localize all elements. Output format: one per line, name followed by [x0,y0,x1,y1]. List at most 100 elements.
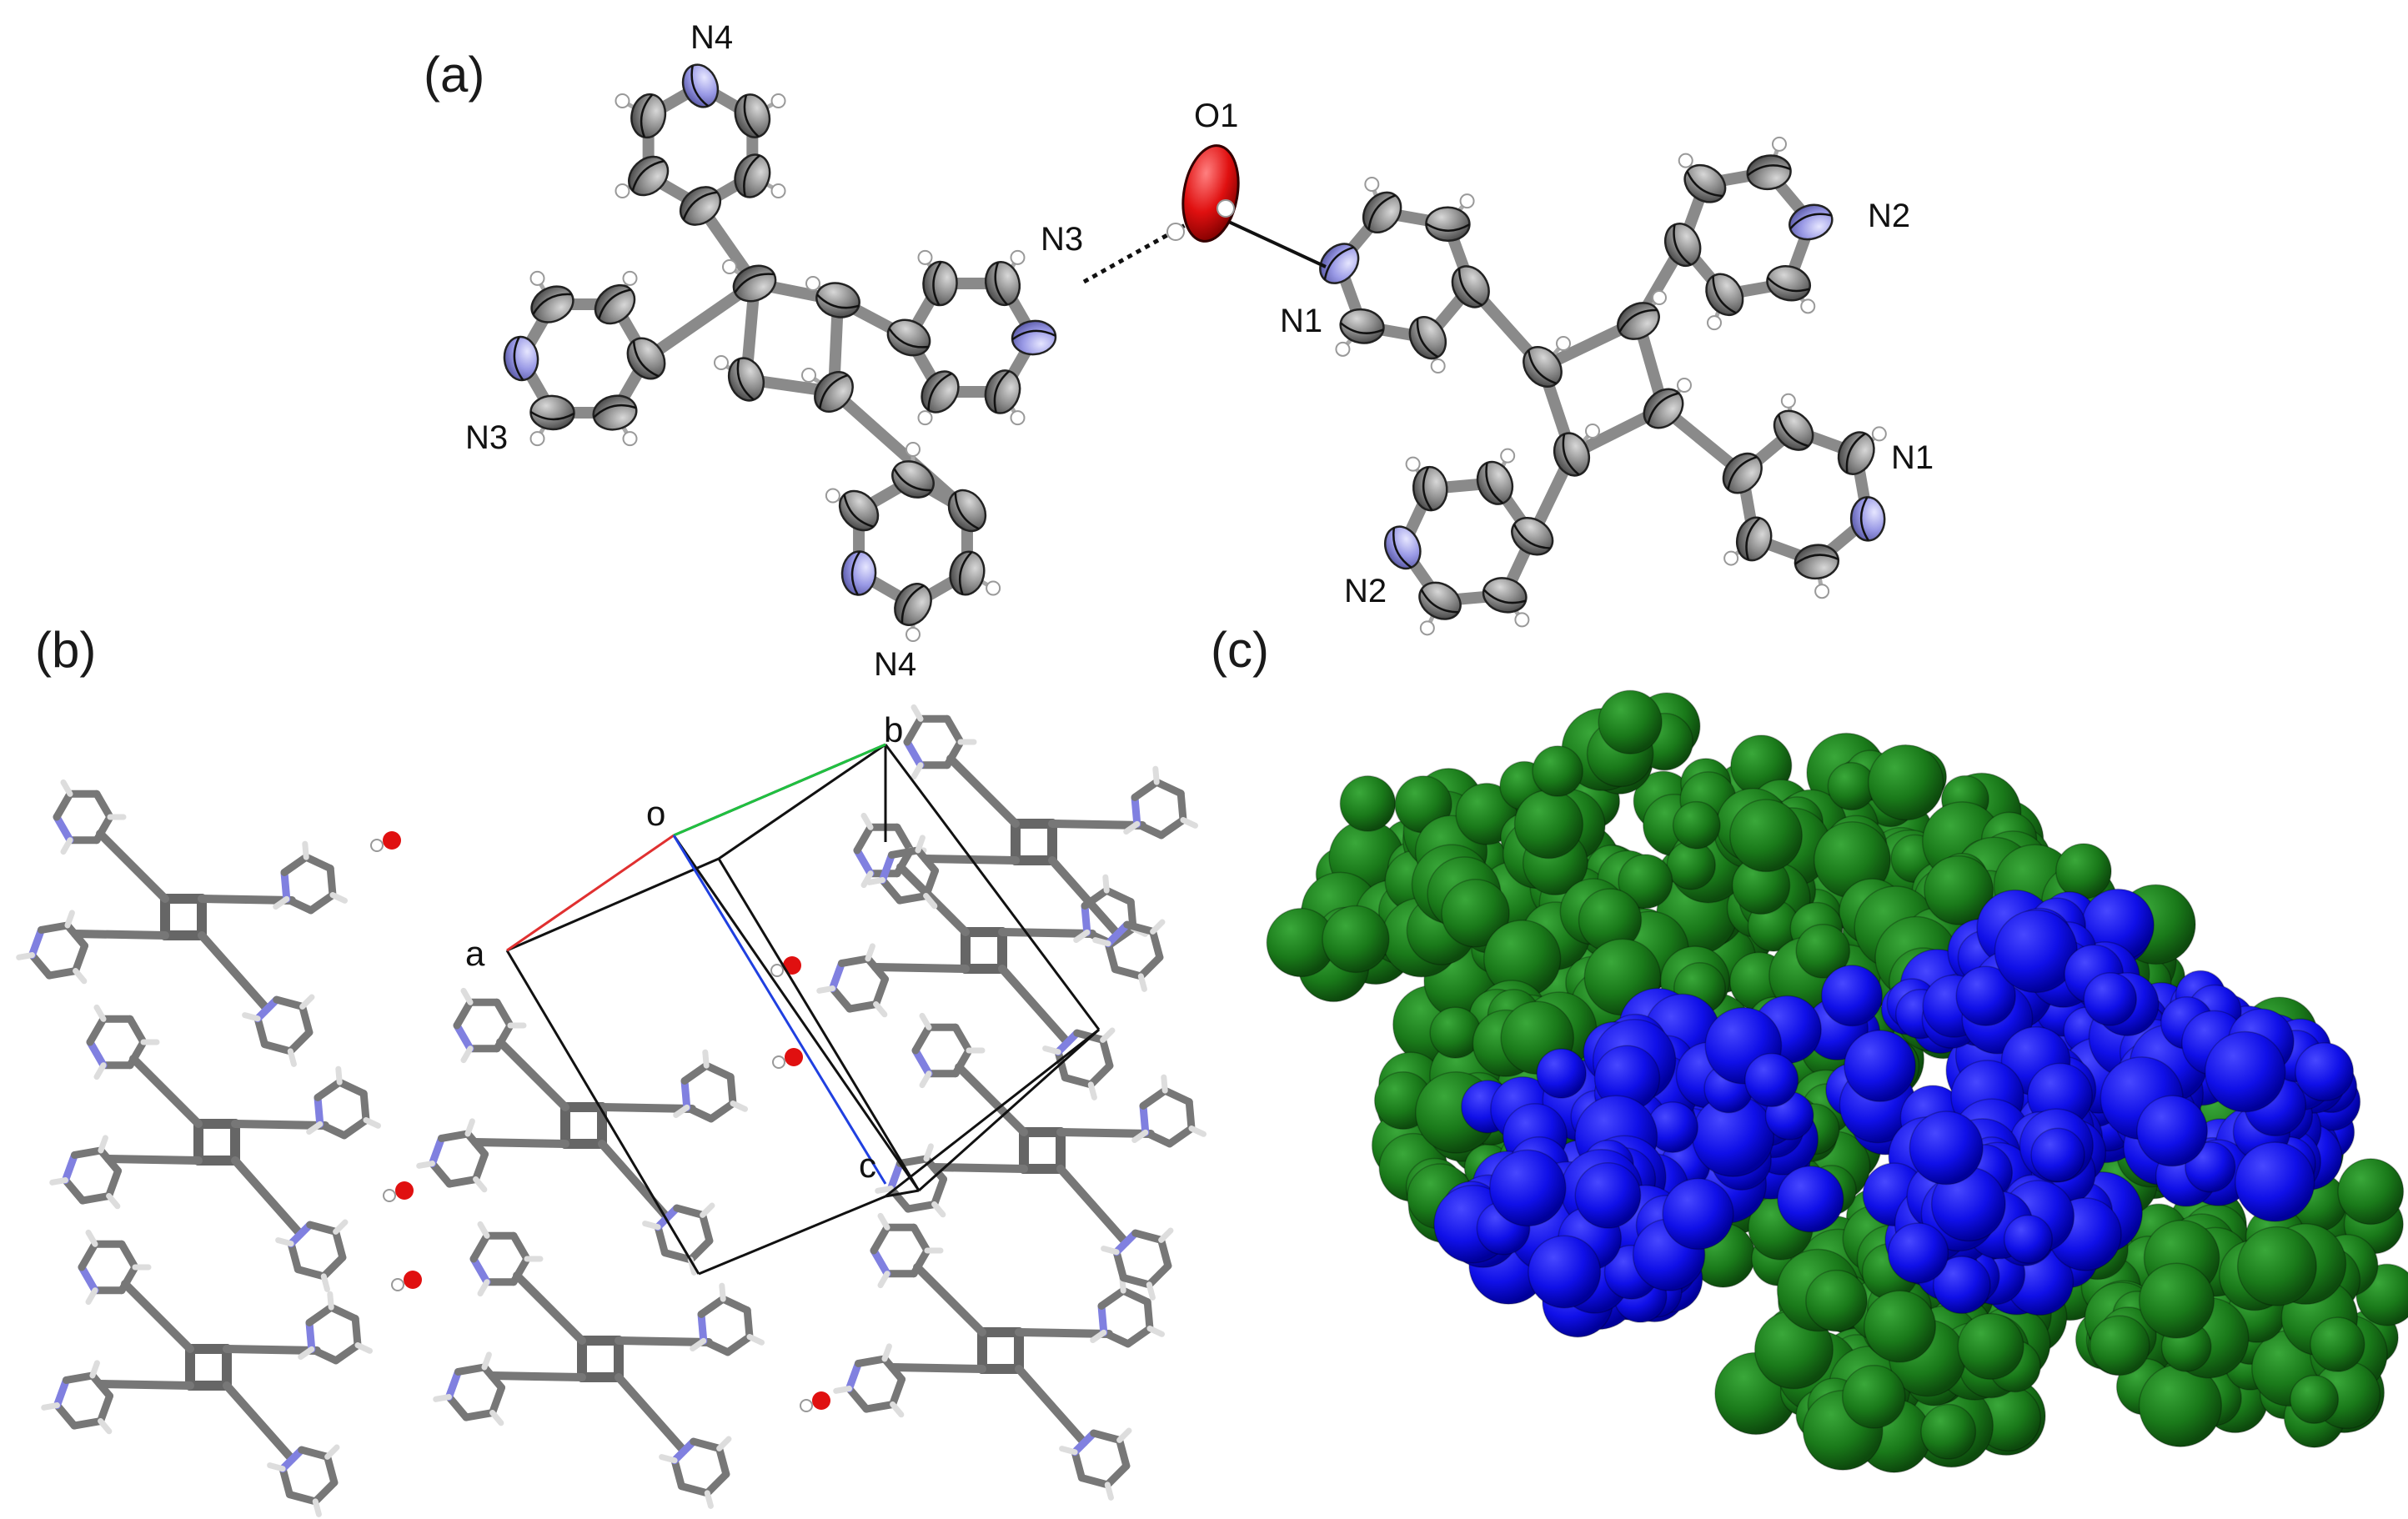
stick-h [85,1229,98,1247]
atom-label-n4-bottom: N4 [874,646,916,683]
hydrogen-atom [1652,290,1667,305]
stick-h [299,994,315,1010]
stick-bond [1149,927,1164,961]
stick-bond [298,1446,332,1461]
stick-bond [278,1446,306,1473]
stick-h [41,1402,60,1411]
blue-atom-sphere [2004,1214,2054,1264]
stick-bond [464,1130,489,1158]
stick-bond [93,790,114,821]
stick-bond [61,1176,87,1205]
stick-bond [854,1355,889,1367]
hydrogen-atom [529,270,545,286]
hydrogen-atom [722,259,737,274]
stick-bond [311,1478,339,1506]
carbon-atom [1362,191,1402,233]
nitrogen-atom [1849,496,1886,542]
nitrogen-atom [1383,525,1422,570]
stick-bond [198,931,271,1013]
carbon-atom [1511,516,1554,556]
stick-bond [880,1355,906,1383]
stick-h [860,870,874,889]
stick-bond [223,1381,296,1463]
stick-bond [670,1437,698,1465]
stick-bond [307,891,337,915]
stick-bond [1157,1236,1172,1270]
carbon-atom [594,283,636,325]
green-atom-sphere [1339,775,1397,832]
stick-h [1092,937,1111,947]
stick-bond [686,1236,714,1264]
stick-bond [1056,1165,1130,1246]
stick-bond [1136,953,1164,980]
stick-bond [1139,1086,1169,1110]
stick-bond [1124,1325,1154,1348]
stick-h [1131,1129,1149,1144]
stick-bond [715,1444,730,1478]
stick-bond [298,1002,314,1036]
stick-bond [231,1120,329,1130]
stick-bond [870,1246,891,1278]
stick-bond [86,1038,108,1070]
stick-bond [1104,940,1119,974]
stick-bond [253,995,281,1023]
stick-h [306,1120,324,1135]
stick-h [716,1436,732,1451]
green-atom-sphere [1957,1312,2024,1381]
stick-bond [743,1306,754,1341]
stick-bond [922,866,940,900]
carbon-atom [1451,265,1490,308]
stick-bond [319,1253,347,1281]
stick-bond [444,1367,462,1401]
hydrogen-atom [529,431,545,447]
stick-bond [231,1156,304,1238]
stick-bond [469,1231,491,1263]
stick-h [433,1394,452,1402]
stick-bond [359,1090,370,1125]
stick-bond [697,1310,708,1345]
stick-bond [1141,1128,1174,1148]
stick-bond [70,1417,105,1430]
stick-bond [287,1221,314,1248]
stick-bond [615,1373,688,1455]
carbon-atom [1553,432,1591,477]
hydrogen-atom [622,270,638,286]
stick-bond [845,1000,880,1013]
green-atom-sphere [2310,1316,2365,1372]
stick-bond [335,1078,368,1098]
stick-bond [828,959,845,993]
stick-bond [680,1076,691,1111]
stick-h [1150,919,1166,935]
stick-bond [946,754,1020,828]
stick-bond [253,1015,268,1049]
stick-h [298,1346,315,1361]
hydrogen-atom [917,249,933,265]
blue-atom-sphere [2136,1095,2209,1167]
carbon-atom [630,93,667,139]
stick-bond [285,1491,319,1506]
stick-bond [724,1333,754,1356]
stick-bond [454,1363,489,1376]
hydrogen-atom [1585,424,1600,439]
stick-bond [1099,1035,1114,1070]
stick-bond [654,1223,669,1257]
water-hydrogen [770,964,784,977]
stick-bond [326,865,337,900]
hydrogen-atom [805,276,820,291]
stick-bond [1176,790,1187,825]
carbon-atom [1837,431,1875,475]
water-hydrogen [383,1189,396,1202]
carbon-atom [1705,273,1744,317]
stick-h [923,1143,934,1162]
stick-bond [683,1103,715,1123]
stick-bond [97,1391,114,1426]
stick-bond [872,975,890,1009]
stick-bond [324,1452,339,1486]
stick-h [873,1001,888,1018]
blue-atom-sphere [1536,1048,1587,1099]
stick-bond [886,1185,912,1213]
stick-bond [126,1038,148,1070]
carbon-atom [838,489,880,532]
stick-bond [45,967,80,980]
carbon-atom [921,370,960,414]
